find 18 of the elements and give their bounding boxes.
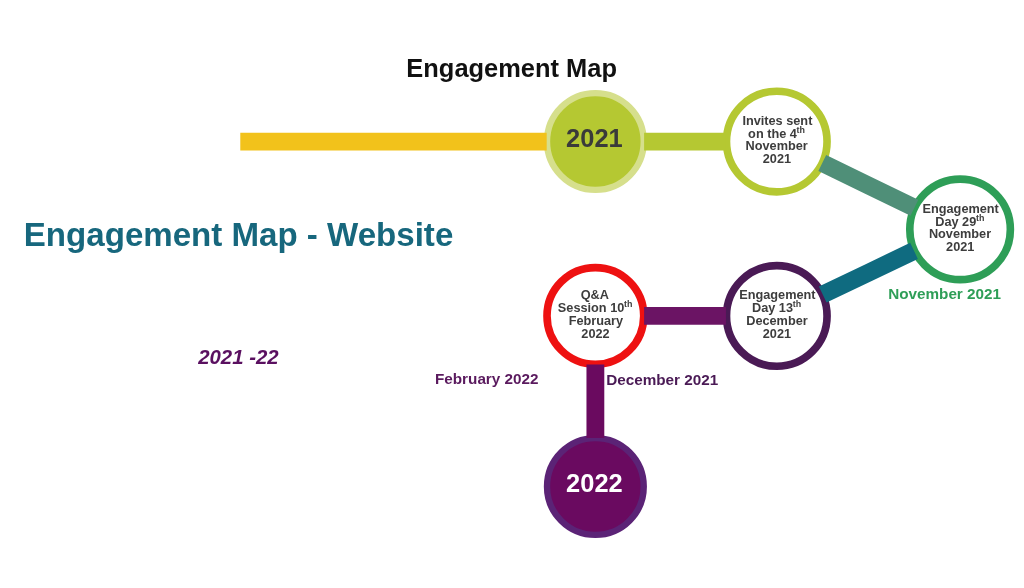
node-circle: 2022 — [543, 435, 647, 539]
diagram-title: Engagement Map — [406, 54, 617, 83]
connector — [644, 132, 726, 151]
node-circle: Engagement Day 29$^{th}$ November 2021 — [905, 175, 1015, 284]
connector — [240, 132, 547, 151]
label: 2021 -22 — [198, 346, 279, 369]
connector — [586, 364, 605, 438]
node-label: November 2021 — [888, 284, 1002, 302]
node-circle: Engagement Day 13$^{th}$ December 2021 — [722, 261, 831, 371]
connector — [818, 155, 919, 216]
node-circle: 2021 — [543, 90, 647, 194]
node-circle: Invites sent on the 4$^{th}$ November 2021 — [722, 87, 831, 196]
connector — [818, 242, 918, 303]
connector — [644, 307, 726, 325]
node-label: February 2022 — [434, 369, 539, 387]
node-label: December 2021 — [606, 371, 719, 389]
node-circle: Q&A Session 10$^{th}$ February 2022 — [543, 263, 648, 369]
label: Engagement Map - Website — [23, 216, 454, 254]
